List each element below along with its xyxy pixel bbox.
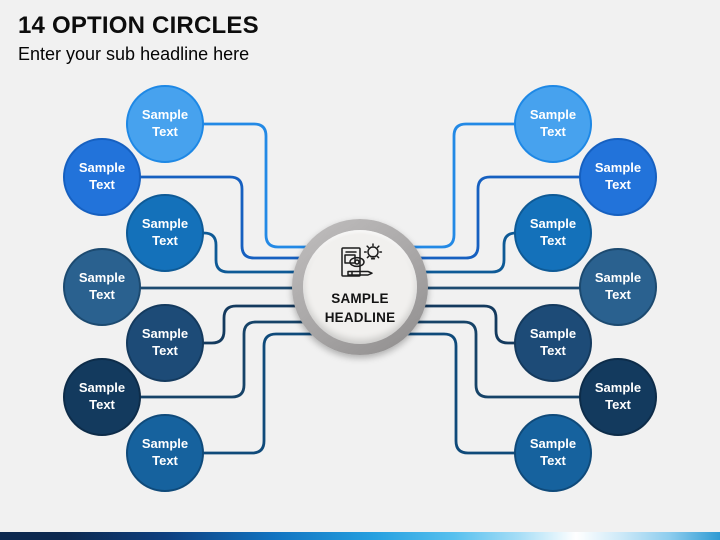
footer-gradient-bar <box>0 532 720 540</box>
option-label-line2: Text <box>540 233 566 248</box>
option-label-line1: Sample <box>78 270 126 286</box>
option-label-line1: Sample <box>529 107 577 123</box>
option-label-line2: Text <box>89 177 115 192</box>
option-circle-5[interactable]: Sample Text <box>126 304 204 382</box>
option-label-line1: Sample <box>594 160 642 176</box>
option-label-line1: Sample <box>529 326 577 342</box>
option-circle-14[interactable]: Sample Text <box>514 414 592 492</box>
option-label-line2: Text <box>540 343 566 358</box>
option-circle-1[interactable]: Sample Text <box>126 85 204 163</box>
option-label-line2: Text <box>605 287 631 302</box>
option-circle-2[interactable]: Sample Text <box>63 138 141 216</box>
option-label-line1: Sample <box>141 107 189 123</box>
option-label-line2: Text <box>540 453 566 468</box>
option-circle-7[interactable]: Sample Text <box>126 414 204 492</box>
option-label-line1: Sample <box>78 380 126 396</box>
option-circle-13[interactable]: Sample Text <box>579 358 657 436</box>
option-label-line2: Text <box>89 287 115 302</box>
option-label-line1: Sample <box>529 436 577 452</box>
center-headline-line2: HEADLINE <box>324 309 396 325</box>
option-label-line1: Sample <box>141 216 189 232</box>
option-circle-3[interactable]: Sample Text <box>126 194 204 272</box>
option-label-line1: Sample <box>529 216 577 232</box>
center-hub-face: SAMPLE HEADLINE <box>303 230 417 344</box>
option-circle-8[interactable]: Sample Text <box>514 85 592 163</box>
option-label-line2: Text <box>152 124 178 139</box>
option-circle-10[interactable]: Sample Text <box>514 194 592 272</box>
option-label-line1: Sample <box>78 160 126 176</box>
center-headline: SAMPLE HEADLINE <box>325 290 396 328</box>
option-circle-4[interactable]: Sample Text <box>63 248 141 326</box>
option-circle-12[interactable]: Sample Text <box>514 304 592 382</box>
option-label-line2: Text <box>89 397 115 412</box>
option-label-line2: Text <box>540 124 566 139</box>
option-circle-9[interactable]: Sample Text <box>579 138 657 216</box>
center-headline-line1: SAMPLE <box>331 290 389 306</box>
option-label-line2: Text <box>605 177 631 192</box>
document-eye-pencil-lightbulb-icon <box>337 242 383 288</box>
option-label-line2: Text <box>152 453 178 468</box>
option-label-line1: Sample <box>141 326 189 342</box>
option-label-line1: Sample <box>141 436 189 452</box>
option-label-line2: Text <box>605 397 631 412</box>
option-label-line1: Sample <box>594 380 642 396</box>
center-hub-circle[interactable]: SAMPLE HEADLINE <box>292 219 428 355</box>
slide-title: 14 OPTION CIRCLES <box>18 12 259 39</box>
slide-subtitle: Enter your sub headline here <box>18 44 250 64</box>
option-label-line1: Sample <box>594 270 642 286</box>
option-circle-6[interactable]: Sample Text <box>63 358 141 436</box>
option-label-line2: Text <box>152 343 178 358</box>
option-circle-11[interactable]: Sample Text <box>579 248 657 326</box>
option-label-line2: Text <box>152 233 178 248</box>
